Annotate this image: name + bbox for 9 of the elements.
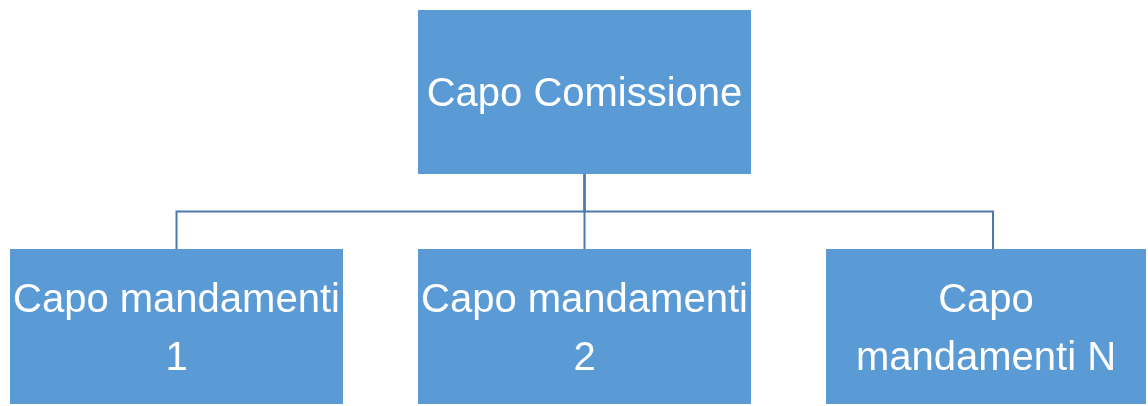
box-label: Capo mandamenti 2	[420, 274, 749, 380]
connector-line	[583, 173, 994, 250]
box-label: Capo mandamenti 1	[12, 274, 341, 380]
org-box	[10, 249, 343, 404]
box-label: Capo mandamenti N	[854, 274, 1118, 380]
org-box	[418, 10, 751, 174]
org-box	[418, 249, 751, 404]
box-label: Capo Comissione	[426, 69, 743, 116]
org-box	[826, 249, 1146, 404]
